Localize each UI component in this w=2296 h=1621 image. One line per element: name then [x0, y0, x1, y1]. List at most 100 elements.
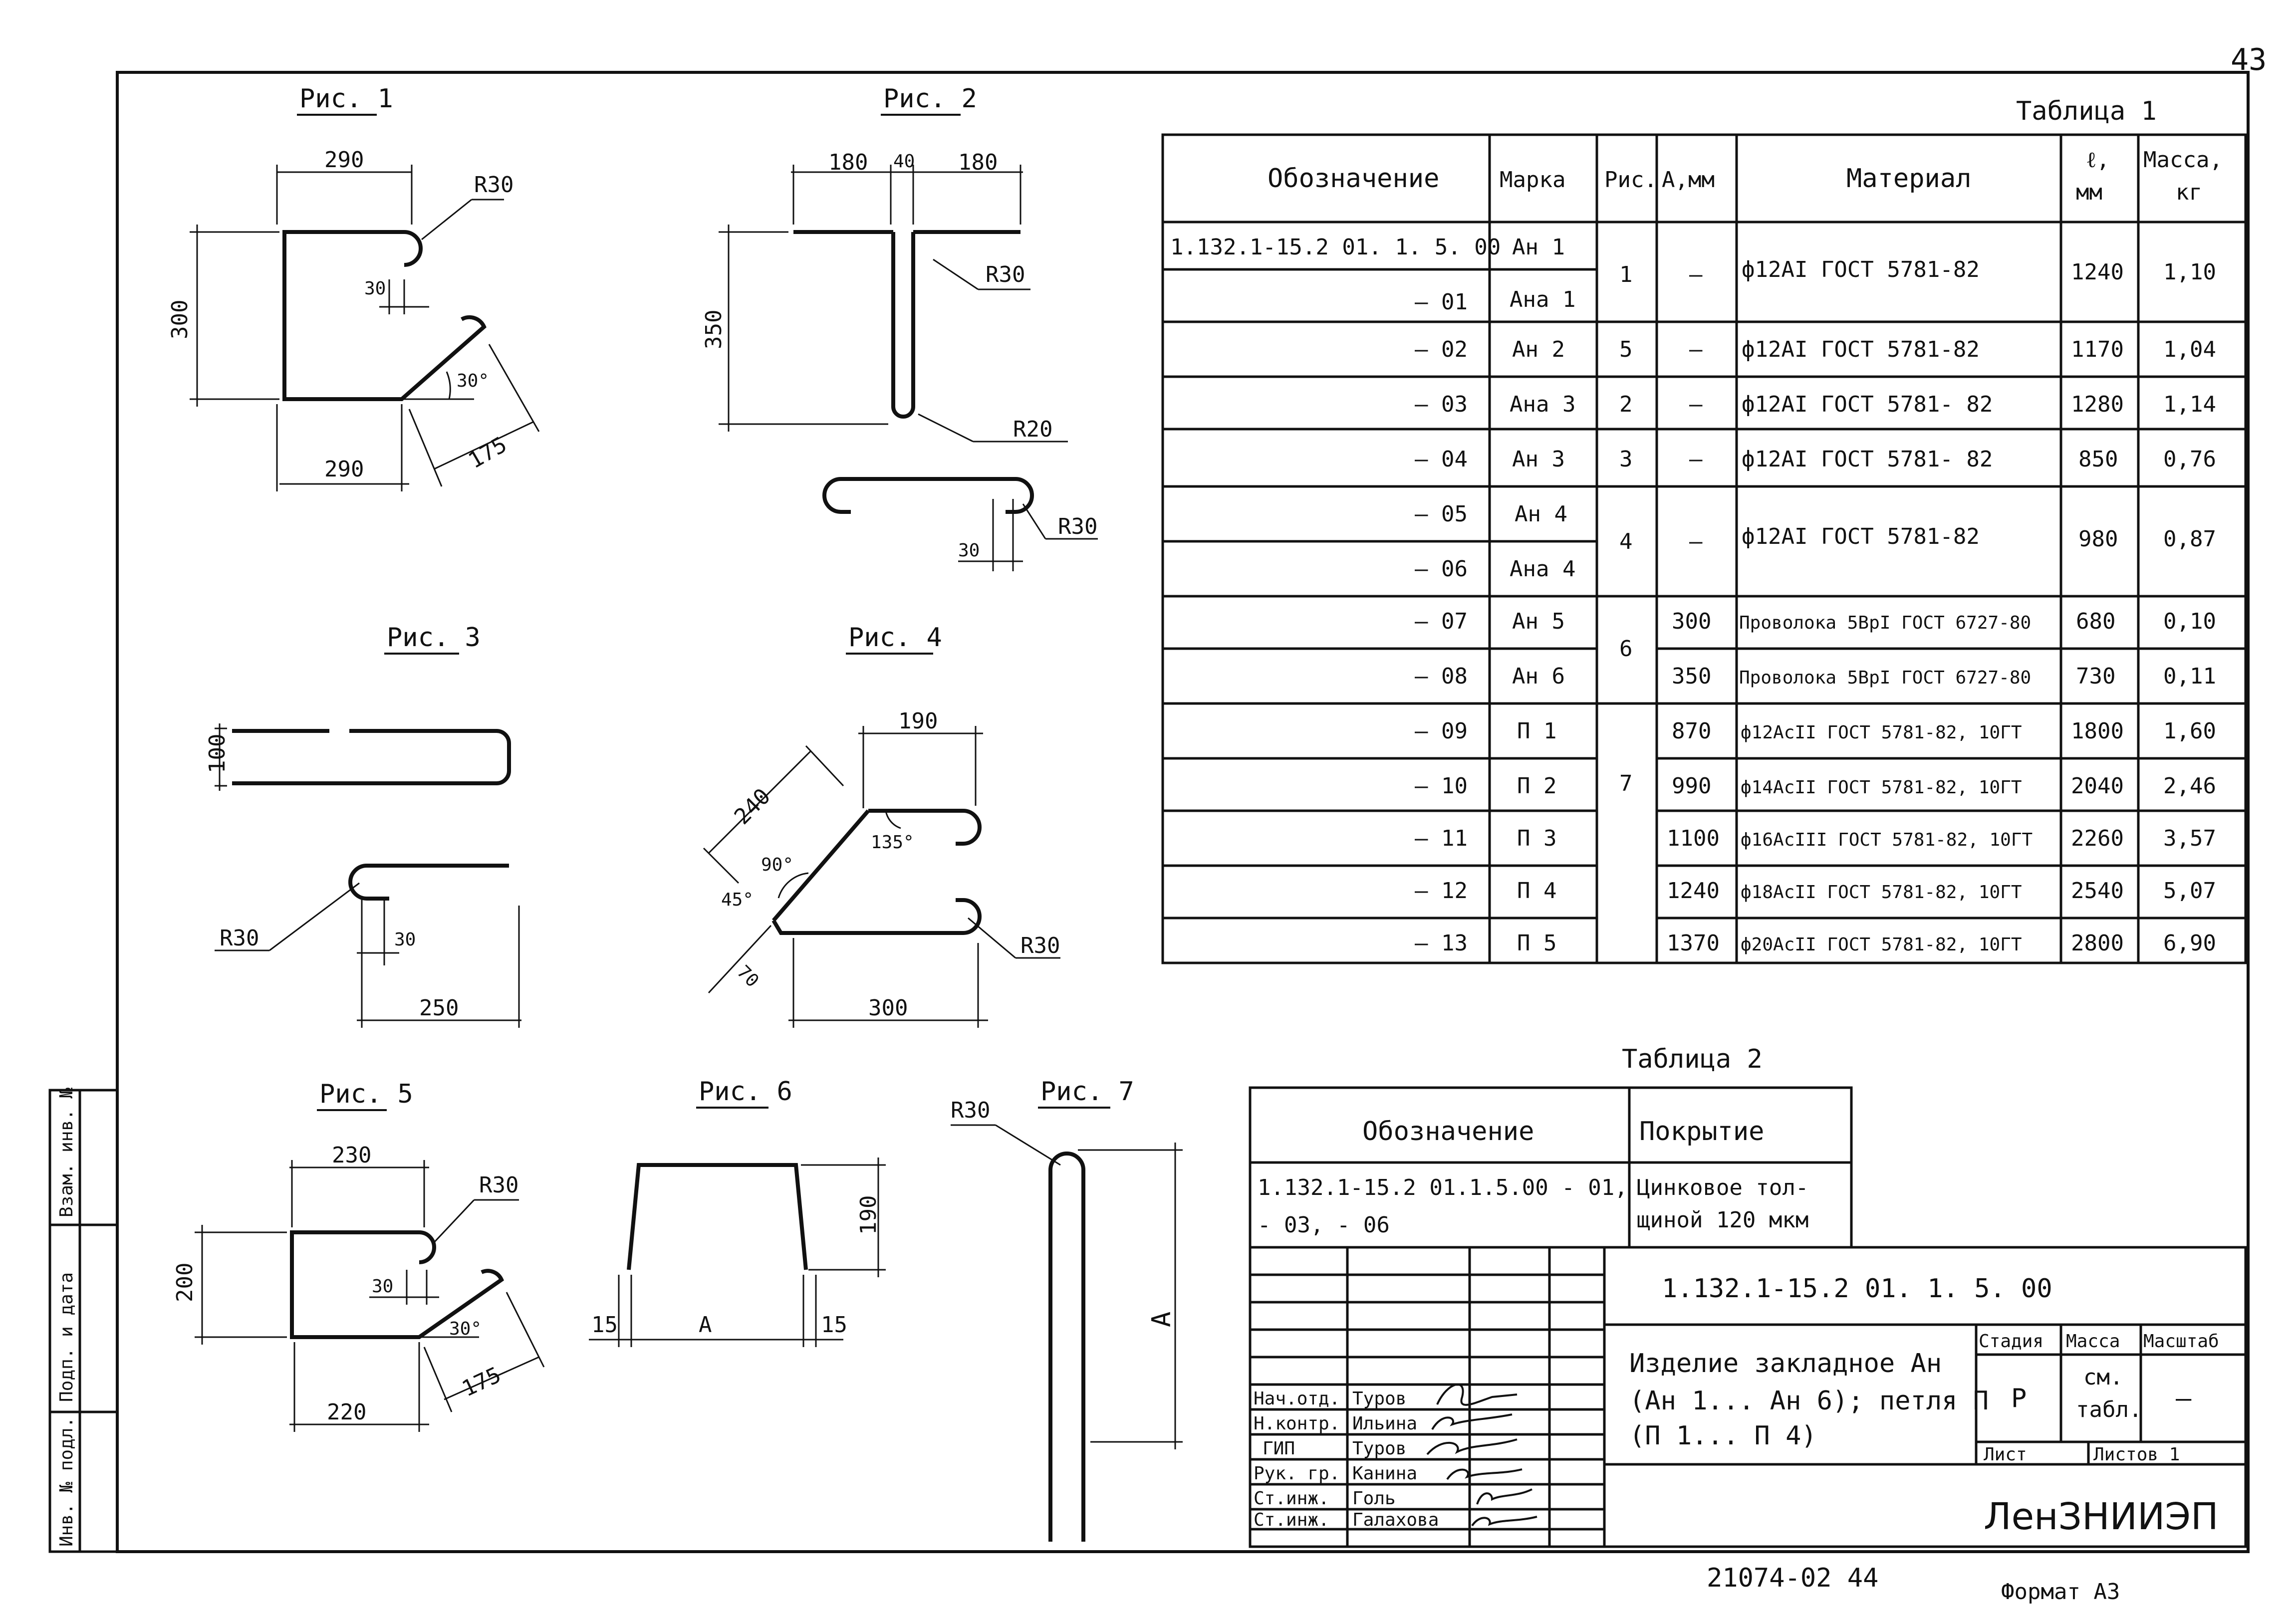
table1-cell-designation: – 03 — [1415, 392, 1468, 417]
fig5-dim-top: 230 — [332, 1143, 371, 1168]
fig5-dim-gap: 30 — [372, 1276, 393, 1297]
table1-cell-length: 1280 — [2071, 392, 2124, 417]
table1-cell-designation: 1.132.1-15.2 01. 1. 5. 00 — [1170, 234, 1501, 260]
table1-cell-mark: П 4 — [1517, 878, 1556, 904]
figure-6: Рис. 6 — [589, 1077, 886, 1347]
fig4-dim-90: 90° — [761, 855, 793, 875]
table1-cell-mass: 5,07 — [2163, 878, 2216, 904]
table1-cell-a: 300 — [1672, 609, 1711, 634]
table1-cell-mass: 0,76 — [2163, 447, 2216, 472]
handwritten-signatures — [1426, 1383, 1537, 1527]
fig4-dim-45: 45° — [721, 890, 754, 910]
table1-cell-material: ф12АI ГОСТ 5781- 82 — [1742, 392, 1993, 417]
table1-cell-mass: 1,14 — [2163, 392, 2216, 417]
fig4-dim-radius: R30 — [1020, 933, 1060, 958]
table1-cell-mass: 3,57 — [2163, 826, 2216, 851]
footer-number: 21074-02 44 — [1707, 1563, 1878, 1593]
table2-header-coating: Покрытие — [1639, 1117, 1764, 1147]
fig1-dim-bottom: 290 — [324, 457, 364, 482]
table1-cell-mass: 1,04 — [2163, 337, 2216, 362]
table1-cell-designation: – 13 — [1415, 930, 1468, 956]
table1-cell-material: ф20АсII ГОСТ 5781-82, 10ГТ — [1741, 934, 2022, 955]
table1-cell-mark: П 2 — [1517, 773, 1556, 799]
table1-cell-mass: 1,60 — [2163, 718, 2216, 744]
fig2-dim-left: 180 — [828, 150, 868, 175]
table1-cell-length: 2040 — [2071, 773, 2124, 799]
signature-role: Нач.отд. — [1254, 1389, 1340, 1409]
side-stamp-inv: Инв. № подл. — [56, 1417, 77, 1547]
table1-cell-a: 870 — [1672, 718, 1711, 744]
mass-label: Масса — [2066, 1331, 2120, 1352]
table1-cell-mark: П 5 — [1517, 930, 1556, 956]
table1-cell-mark: Ан 4 — [1515, 501, 1567, 527]
table1-header-mass-1: Масса, — [2143, 147, 2223, 173]
side-stamp-sign: Подп. и дата — [56, 1272, 77, 1402]
fig1-dim-radius: R30 — [474, 172, 513, 198]
table1-cell-a: – — [1689, 529, 1703, 554]
fig5-dim-angle: 30° — [449, 1319, 482, 1339]
table1-cell-length: 2540 — [2071, 878, 2124, 904]
fig4-dim-top: 190 — [898, 708, 938, 734]
figure-6-title: Рис. 6 — [699, 1077, 792, 1107]
table1-cell-designation: – 07 — [1415, 609, 1468, 634]
signature-name: Туров — [1352, 1438, 1406, 1459]
signature-name: Канина — [1352, 1463, 1417, 1484]
doc-title-line1: Изделие закладное Ан — [1629, 1349, 1942, 1379]
fig3-dim-gap: 30 — [394, 929, 416, 950]
signature-name: Туров — [1352, 1389, 1406, 1409]
signature-role: Ст.инж. — [1254, 1510, 1329, 1530]
fig5-dim-radius: R30 — [479, 1172, 518, 1198]
table1-cell-material: ф12АI ГОСТ 5781-82 — [1742, 524, 1980, 549]
table1-cell-material: ф14АсII ГОСТ 5781-82, 10ГТ — [1741, 777, 2022, 798]
fig4-dim-bottom: 300 — [868, 995, 908, 1021]
fig1-dim-height: 300 — [167, 300, 193, 339]
table1-header-designation: Обозначение — [1268, 164, 1439, 194]
side-stamp — [48, 1089, 119, 1553]
table1-cell-a: 350 — [1672, 664, 1711, 689]
table1-cell-material: ф18АсII ГОСТ 5781-82, 10ГТ — [1741, 882, 2022, 903]
figure-1: Рис. 1 — [190, 84, 540, 491]
table1-cell-fig: 2 — [1619, 392, 1633, 417]
table1-cell-mark: П 1 — [1517, 718, 1556, 744]
table2-coating-line1: Цинковое тол- — [1637, 1175, 1808, 1200]
table1-cell-fig: 1 — [1619, 262, 1633, 287]
figure-4: Рис. 4 — [703, 623, 1060, 1028]
table1-cell-designation: – 02 — [1415, 337, 1468, 362]
table2-designation-line2: - 03, - 06 — [1258, 1212, 1390, 1238]
fig3-dim-length: 250 — [419, 995, 459, 1021]
figures: Рис. 1 290 300 290 30 — [167, 84, 1183, 1542]
figure-2-title: Рис. 2 — [883, 84, 977, 114]
doc-code: 1.132.1-15.2 01. 1. 5. 00 — [1662, 1274, 2052, 1304]
table1-cell-a: – — [1689, 337, 1703, 362]
table1-cell-mark: Ан 1 — [1512, 234, 1565, 260]
table1-header-a: А,мм — [1662, 167, 1715, 193]
figure-2: Рис. 2 — [719, 84, 1098, 571]
sheet-label: Лист — [1984, 1444, 2027, 1465]
table1-cell-designation: – 12 — [1415, 878, 1468, 904]
doc-title-line3: (П 1... П 4) — [1629, 1421, 1817, 1451]
stage-value: Р — [2011, 1384, 2027, 1413]
signature-role: Ст.инж. — [1254, 1488, 1329, 1509]
table1-cell-mass: 0,11 — [2163, 664, 2216, 689]
scale-label: Масштаб — [2143, 1331, 2219, 1352]
table1-cell-mass: 0,87 — [2163, 526, 2216, 552]
table1-cell-designation: – 08 — [1415, 664, 1468, 689]
fig6-dim-height: 190 — [856, 1195, 881, 1235]
table1-cell-fig: 6 — [1619, 636, 1633, 662]
table1-cell-material: Проволока 5ВрI ГОСТ 6727-80 — [1739, 613, 2031, 633]
table1-cell-mark: Ан 5 — [1512, 609, 1565, 634]
table1-cell-designation: – 09 — [1415, 718, 1468, 744]
fig1-dim-diag: 175 — [464, 432, 511, 474]
fig4-dim-135: 135° — [871, 832, 914, 853]
fig6-dim-left: 15 — [591, 1312, 618, 1338]
table1-cell-material: ф12АI ГОСТ 5781-82 — [1742, 337, 1980, 362]
table1-cell-length: 2800 — [2071, 930, 2124, 956]
table1-header-mass-2: кг — [2176, 180, 2202, 205]
scale-value: — — [2176, 1384, 2192, 1413]
fig2-dim-height: 350 — [701, 310, 727, 349]
figure-3: Рис. 3 — [215, 623, 521, 1028]
table2-designation-line1: 1.132.1-15.2 01.1.5.00 - 01, — [1258, 1175, 1628, 1200]
table1-cell-designation: – 06 — [1415, 556, 1468, 582]
table1-cell-fig: 7 — [1619, 771, 1633, 796]
fig7-dim-radius: R30 — [951, 1098, 990, 1123]
